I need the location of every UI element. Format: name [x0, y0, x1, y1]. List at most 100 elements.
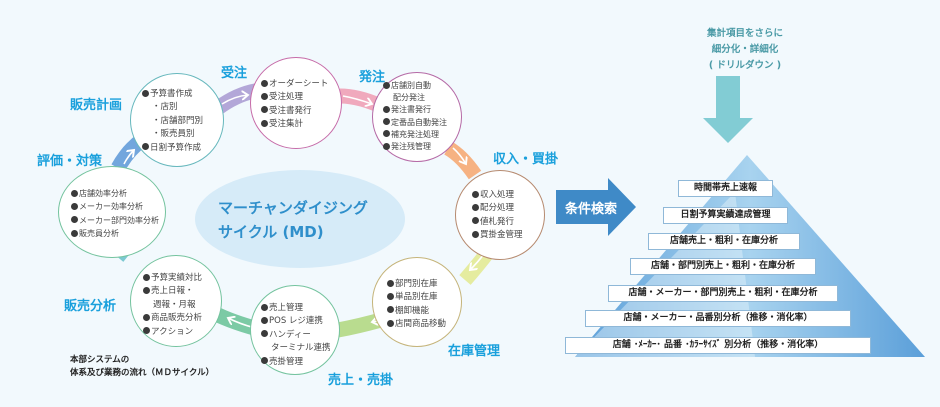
stage-label-receiving: 収入・買掛 — [493, 152, 559, 167]
stage-item-text: 店舗別自動 — [391, 81, 431, 90]
pyramid-level-1: 時間帯売上速報 — [678, 180, 773, 197]
stage-circle-receiving: 収入処理配分処理値札発行買掛金管理 — [455, 170, 545, 260]
stage-item-text: ターミナル連携 — [271, 343, 331, 354]
stage-item-text: 配分発注 — [393, 93, 425, 103]
pyramid-level-3: 店舗売上・粗利・在庫分析 — [648, 233, 800, 250]
bullet-icon — [383, 105, 390, 113]
bullet-icon — [143, 327, 150, 335]
stage-item: 店間商品移動 — [387, 318, 446, 331]
condition-search-label: 条件検索 — [565, 202, 618, 217]
stage-item-text: 予算書作成 — [150, 89, 193, 99]
bullet-icon — [387, 292, 394, 300]
center-title: マーチャンダイジング サイクル (MD) — [218, 199, 368, 241]
stage-item-text: 受注集計 — [269, 119, 304, 130]
stage-item-text: 補充発注処理 — [391, 129, 439, 139]
stage-item: 棚卸機能 — [387, 305, 446, 318]
stage-item-text: ・販売員別 — [152, 129, 195, 140]
stage-item: 売上管理 — [261, 302, 331, 315]
stage-item: ・店舗部門別 — [142, 115, 203, 128]
bullet-icon — [261, 303, 268, 311]
stage-item: 部門別在庫 — [387, 278, 446, 291]
stage-item: オーダーシート — [261, 78, 328, 91]
stage-item-text: 収入処理 — [480, 190, 515, 200]
stage-item: 売上日報・ — [143, 285, 202, 298]
bullet-icon — [383, 81, 390, 89]
stage-item-text: 日割予算作成 — [150, 142, 202, 153]
stage-item: 値札発行 — [472, 216, 523, 229]
stage-item: 商品販売分析 — [143, 312, 202, 325]
condition-search-arrow-icon — [556, 178, 636, 236]
stage-item-text: 配分処理 — [480, 203, 515, 214]
stage-item-text: 予算実績対比 — [151, 273, 203, 283]
stage-item-text: 店舗効率分析 — [79, 189, 127, 198]
stage-item: 補充発注処理 — [383, 129, 447, 141]
stage-item: POS レジ連携 — [261, 315, 331, 328]
pyramid-level-5: 店舗・メーカー・部門別売上・粗利・在庫分析 — [608, 285, 838, 302]
bullet-icon — [261, 79, 268, 87]
stage-item-text: 商品販売分析 — [151, 313, 203, 324]
stage-items: 店舗別自動配分発注発注書発行定番品自動発注補充発注処理発注残管理 — [383, 80, 447, 153]
stage-label-sales-plan: 販売計画 — [70, 98, 123, 113]
stage-items: 部門別在庫単品別在庫棚卸機能店間商品移動 — [387, 278, 446, 332]
center-ellipse — [195, 170, 405, 268]
bullet-icon — [261, 92, 268, 100]
drilldown-arrow-icon — [703, 76, 753, 143]
stage-item: 単品別在庫 — [387, 291, 446, 304]
stage-circle-analysis: 予算実績対比売上日報・週報・月報商品販売分析アクション — [130, 255, 222, 347]
stage-item: 配分処理 — [472, 202, 523, 215]
bullet-icon — [387, 306, 394, 314]
stage-item: 受注書発行 — [261, 105, 328, 118]
stage-item-text: 買掛金管理 — [480, 230, 523, 241]
stage-item: 売掛管理 — [261, 356, 331, 369]
connector-purchase-to-receive — [444, 141, 482, 180]
stage-item: 販売員分析 — [71, 227, 159, 240]
bullet-icon — [143, 273, 150, 281]
stage-item: ターミナル連携 — [261, 342, 331, 355]
stage-item-text: 単品別在庫 — [395, 292, 438, 303]
drilldown-text: 集計項目をさらに 細分化・詳細化 ( ドリルダウン ) — [706, 28, 783, 71]
stage-item-text: ハンディー — [269, 329, 311, 340]
stage-item-text: 売上日報・ — [151, 286, 194, 297]
stage-item: 受注集計 — [261, 118, 328, 131]
pyramid-level-6: 店舗・メーカー・品番別分析（推移・消化率） — [585, 310, 851, 327]
stage-circle-order: オーダーシート受注処理受注書発行受注集計 — [250, 57, 342, 149]
stage-item: 予算書作成 — [142, 88, 203, 101]
bullet-icon — [261, 119, 268, 127]
stage-circle-purchase: 店舗別自動配分発注発注書発行定番品自動発注補充発注処理発注残管理 — [372, 72, 462, 162]
stage-item: 週報・月報 — [143, 299, 202, 312]
bullet-icon — [143, 313, 150, 321]
stage-items: 収入処理配分処理値札発行買掛金管理 — [472, 189, 523, 243]
stage-item-text: 受注処理 — [269, 92, 304, 103]
bullet-icon — [387, 279, 394, 287]
bullet-icon — [472, 190, 479, 198]
stage-item: 発注残管理 — [383, 141, 447, 153]
stage-item-text: オーダーシート — [269, 79, 329, 89]
stage-item-text: POS レジ連携 — [269, 316, 323, 327]
stage-item-text: メーカー部門効率分析 — [79, 215, 159, 225]
stage-label-analysis: 販売分析 — [64, 299, 117, 314]
bullet-icon — [261, 330, 268, 338]
stage-circle-evaluation: 店舗効率分析メーカー効率分析メーカー部門効率分析販売員分析 — [58, 166, 166, 258]
stage-item: 受注処理 — [261, 91, 328, 104]
stage-item: 発注書発行 — [383, 104, 447, 116]
stage-item: 買掛金管理 — [472, 229, 523, 242]
stage-items: 店舗効率分析メーカー効率分析メーカー部門効率分析販売員分析 — [71, 187, 159, 241]
stage-circle-inventory: 部門別在庫単品別在庫棚卸機能店間商品移動 — [372, 257, 462, 347]
stage-item-text: 店間商品移動 — [395, 319, 447, 330]
pyramid-level-7: 店舗 ･ﾒｰｶｰ･ 品番 ･ｶﾗｰｻｲｽﾞ 別分析（推移・消化率） — [565, 337, 871, 354]
stage-item: ・店別 — [142, 101, 203, 114]
stage-item-text: 部門別在庫 — [395, 279, 438, 289]
stage-item-text: 販売員分析 — [79, 229, 119, 239]
stage-items: 予算書作成・店別・店舗部門別・販売員別日割予算作成 — [142, 88, 203, 155]
bullet-icon — [387, 319, 394, 327]
stage-item: メーカー部門効率分析 — [71, 214, 159, 227]
stage-item-text: 棚卸機能 — [395, 305, 430, 316]
stage-items: オーダーシート受注処理受注書発行受注集計 — [261, 78, 328, 132]
stage-item: 予算実績対比 — [143, 272, 202, 285]
stage-item-text: アクション — [151, 326, 194, 337]
bullet-icon — [472, 203, 479, 211]
bullet-icon — [472, 230, 479, 238]
stage-label-purchase: 発注 — [359, 70, 386, 85]
stage-item: アクション — [143, 326, 202, 339]
